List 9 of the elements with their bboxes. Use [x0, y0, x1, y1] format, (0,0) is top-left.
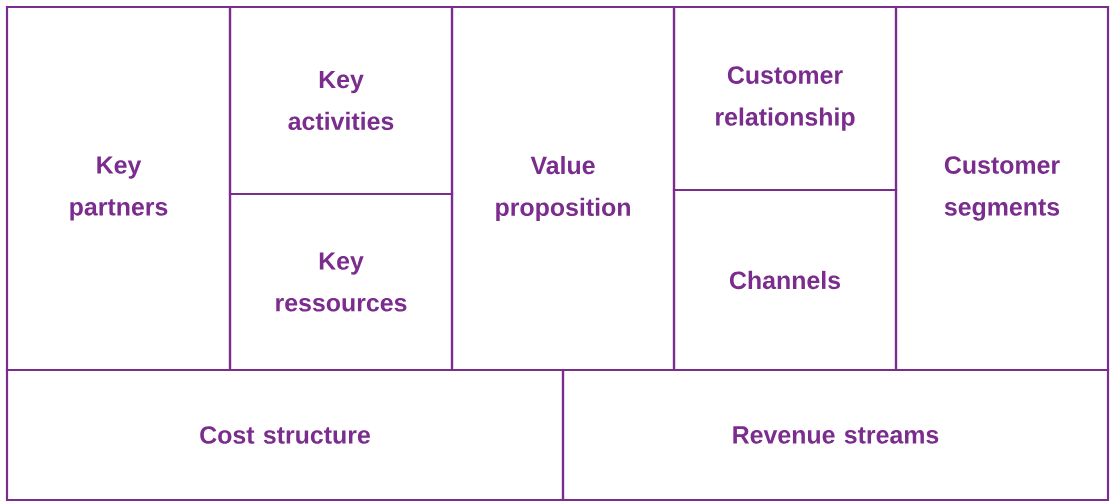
canvas-box: Value proposition: [450, 5, 676, 372]
canvas-box: Customer relationship: [672, 5, 898, 192]
canvas-box: Cost structure: [5, 368, 565, 502]
canvas-box: Customer segments: [894, 5, 1110, 372]
canvas-box: Key partners: [5, 5, 232, 372]
canvas-box: Key ressources: [228, 192, 454, 372]
canvas-box: Key activities: [228, 5, 454, 196]
canvas-box: Revenue streams: [561, 368, 1110, 502]
canvas-box: Channels: [672, 188, 898, 372]
